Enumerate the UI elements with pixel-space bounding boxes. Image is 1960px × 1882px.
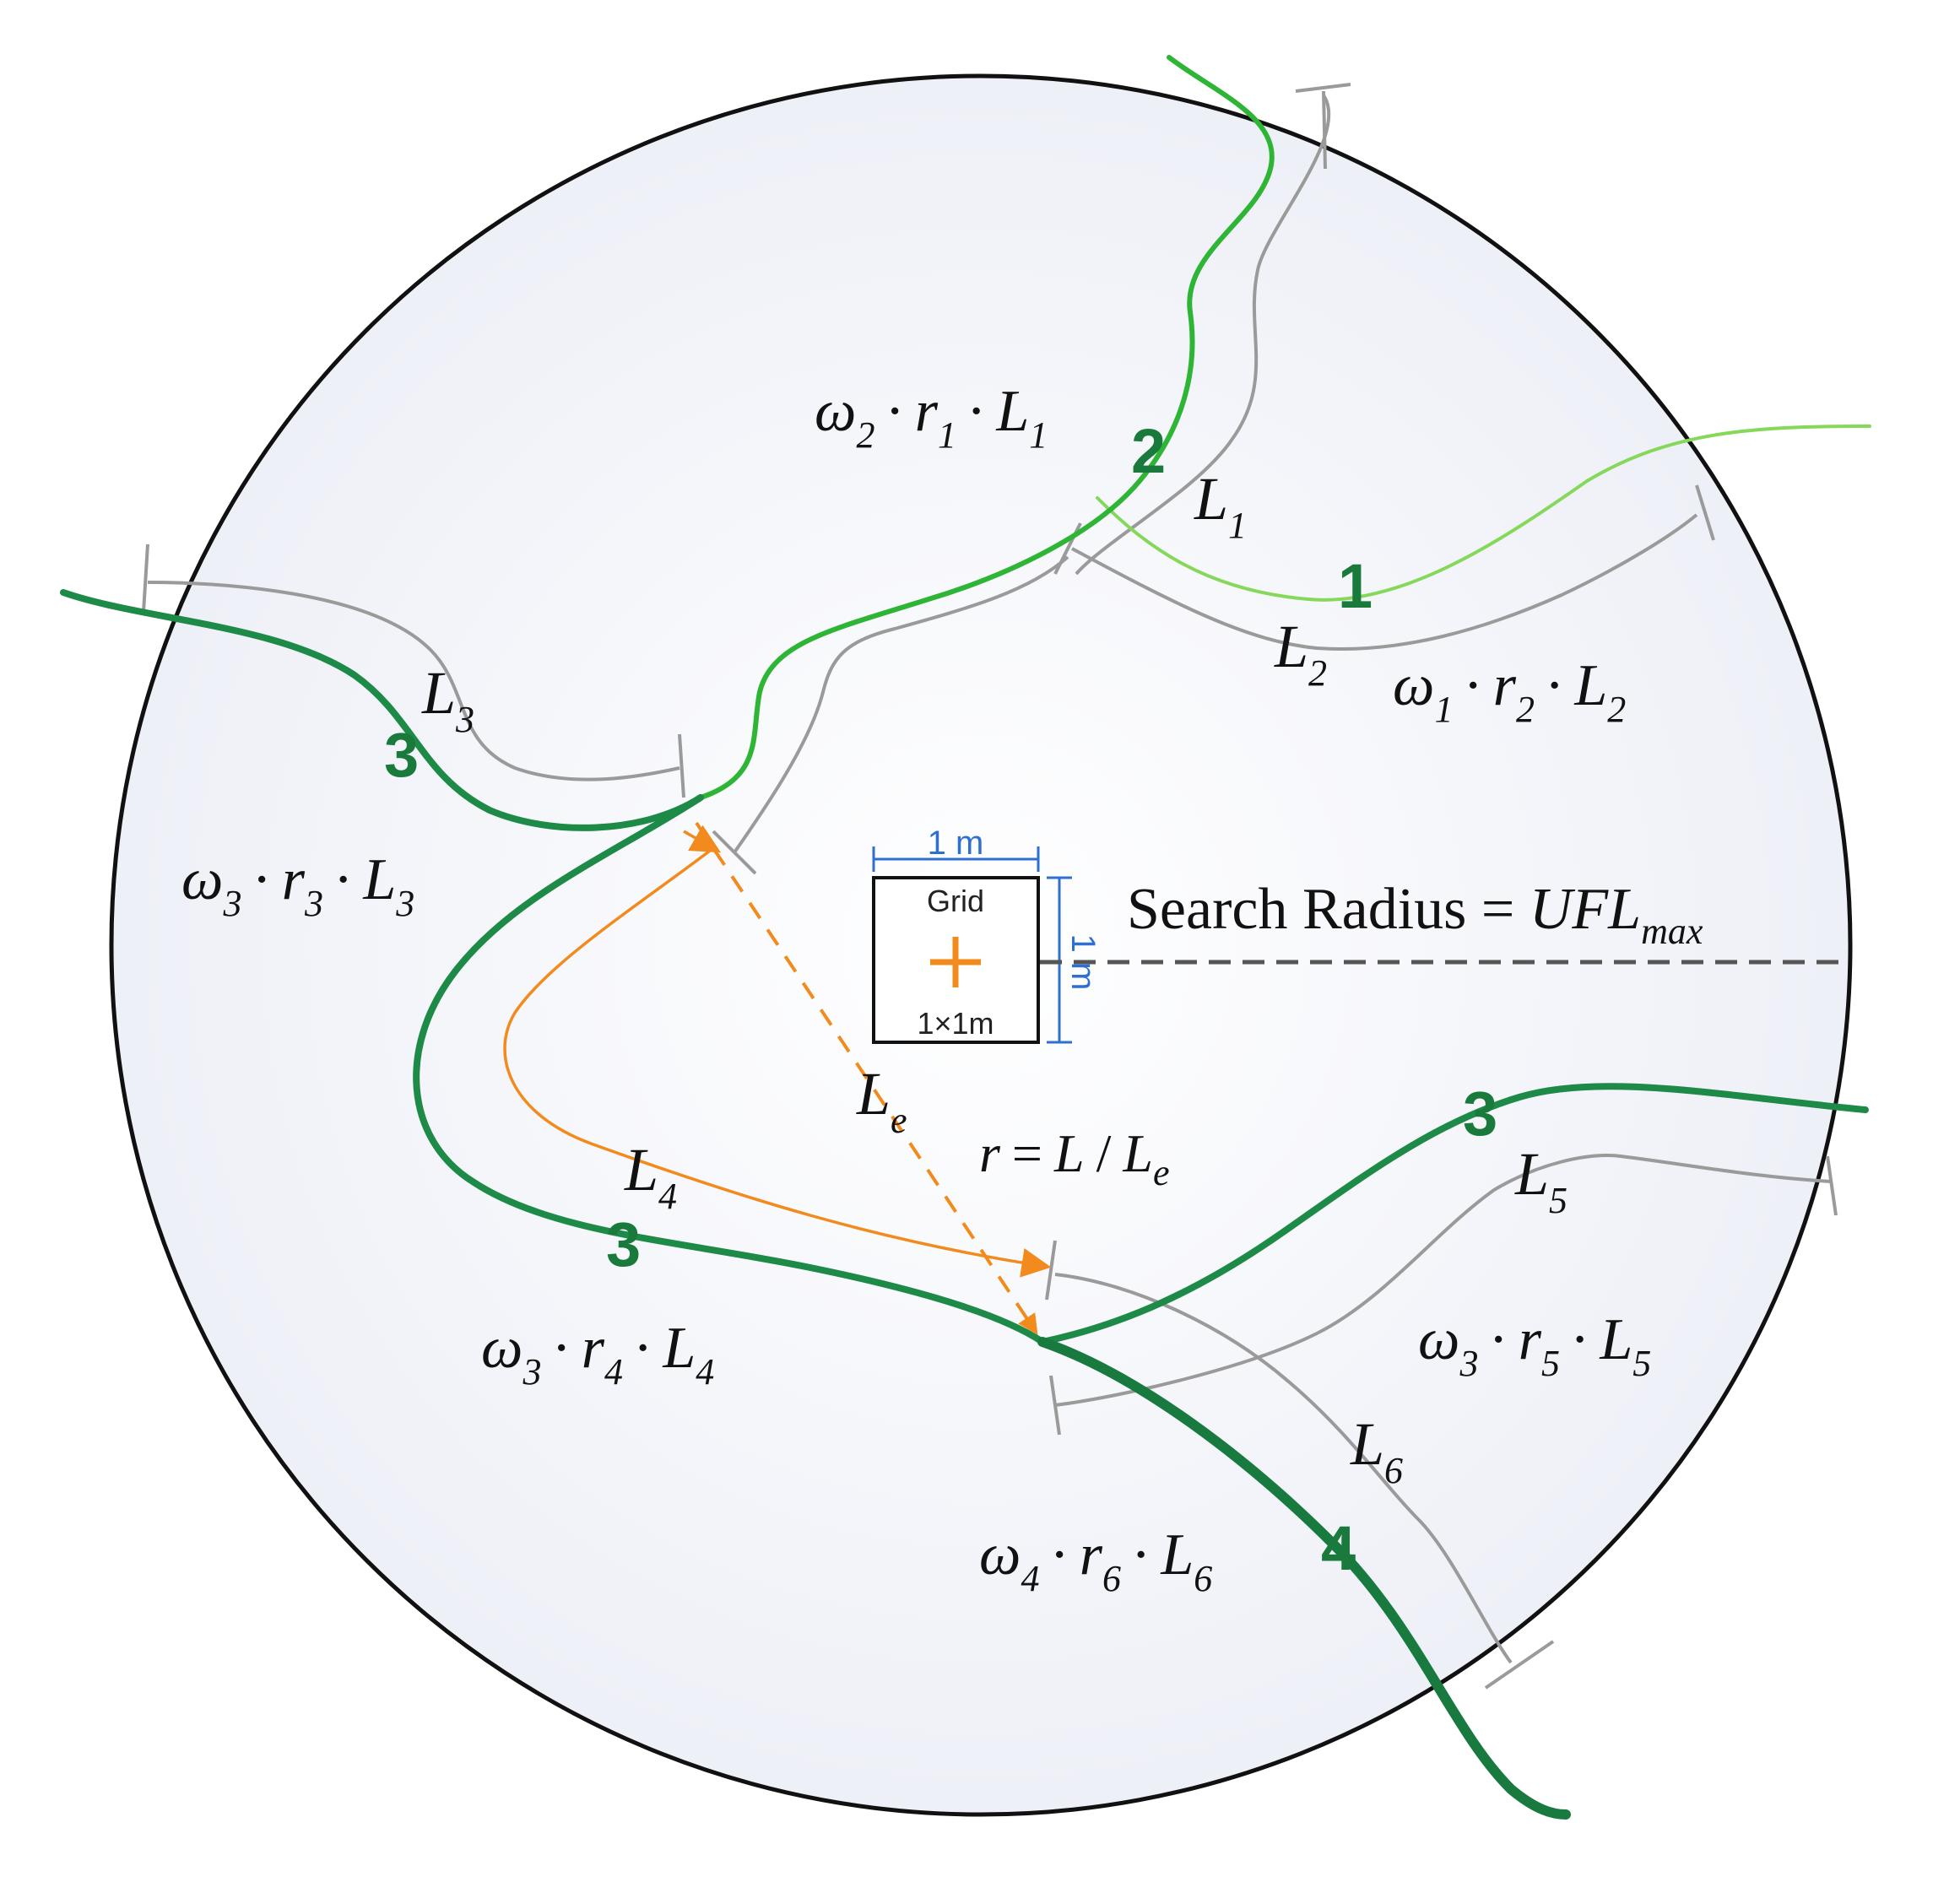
grey-flow-paths	[142, 83, 1838, 1690]
path-l1	[1075, 94, 1331, 576]
weighted-terms: ω2·r1·L1 ω1·r2·L2 ω3·r3·L3 ω3·r4·L4 ω3·r…	[181, 379, 1651, 1599]
euclidean-distance-le	[695, 821, 1038, 1335]
grid-center-cross	[930, 937, 981, 987]
class-label-4: 4	[1321, 1513, 1356, 1583]
grid-top-dimension	[872, 846, 1040, 872]
stream-class-4	[1037, 1337, 1571, 1820]
path-l4	[733, 555, 1069, 854]
path-l6-tick-bottom	[1484, 1640, 1555, 1690]
class-label-2: 2	[1131, 416, 1166, 486]
path-l2	[1071, 513, 1698, 651]
class-label-3-right: 3	[1463, 1079, 1497, 1149]
class-label-3-left: 3	[384, 720, 419, 790]
path-l2-tick	[1695, 484, 1715, 541]
weight-term-left: ω3·r3·L3	[181, 847, 414, 924]
path-labels: L1 L2 L3 L4 L5 L6 Le	[421, 465, 1567, 1491]
path-l3	[147, 581, 680, 781]
label-l1: L1	[1194, 465, 1247, 546]
label-l3: L3	[421, 659, 474, 740]
path-l5-tick-left	[1049, 1375, 1061, 1436]
path-l5-tick-right	[1826, 1155, 1838, 1216]
search-radius-label: Search Radius = UFLmax	[1127, 877, 1703, 952]
path-l1-upper-tick	[1295, 83, 1351, 170]
stream-class-3-main	[413, 794, 1046, 1345]
class-label-1: 1	[1338, 551, 1373, 621]
grid-cell: Grid 1×1m 1 m 1 m	[872, 825, 1102, 1044]
grid-label: Grid	[927, 884, 984, 918]
weight-term-top: ω2·r1·L1	[815, 379, 1048, 456]
class-label-3-mid: 3	[606, 1209, 641, 1279]
path-l3-tick-right	[678, 733, 685, 798]
label-l6: L6	[1350, 1410, 1403, 1491]
stream-network	[60, 55, 1871, 1820]
stream-class-2	[698, 55, 1275, 800]
flow-arrow-head-top	[683, 825, 722, 853]
weight-term-mid: ω3·r4·L4	[481, 1316, 714, 1393]
stream-class-labels: 2 1 3 3 3 4	[384, 416, 1497, 1583]
ratio-formula: r=L/Le	[979, 1123, 1170, 1193]
grid-size-label: 1×1m	[917, 1006, 994, 1041]
stream-class-1	[1096, 425, 1871, 602]
flow-arrow-l4	[503, 846, 1052, 1278]
weight-term-bottom: ω4·r6·L6	[979, 1522, 1212, 1599]
orange-flow	[503, 821, 1052, 1335]
path-l3-tick-left	[142, 544, 149, 613]
label-le: Le	[856, 1060, 907, 1141]
label-l4: L4	[624, 1136, 677, 1217]
weight-term-low-right: ω3·r5·L5	[1418, 1307, 1651, 1384]
label-l2: L2	[1274, 613, 1327, 694]
label-l5: L5	[1514, 1140, 1567, 1221]
grid-top-dim-label: 1 m	[928, 825, 984, 862]
stream-class-3-right	[1039, 1083, 1869, 1345]
path-l5	[1054, 1154, 1833, 1407]
stream-class-3-left	[60, 589, 704, 831]
weight-term-right: ω1·r2·L2	[1393, 653, 1626, 730]
